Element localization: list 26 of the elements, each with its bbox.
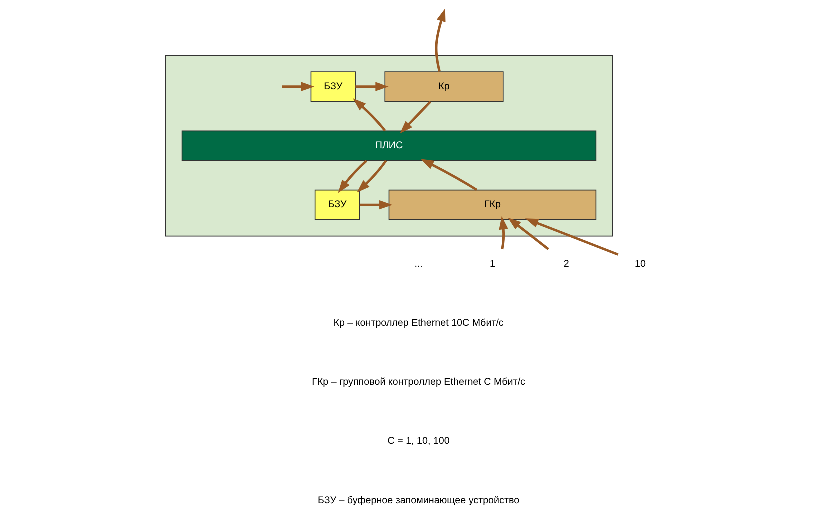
arrow: [508, 218, 550, 250]
arrow: [420, 159, 478, 192]
node-text: 2: [564, 258, 570, 270]
node-text: 1: [490, 258, 496, 270]
label: ГКр – групповой контроллер Ethernet C Мбит/с: [312, 377, 526, 388]
node-text: 10: [635, 258, 646, 270]
arrow: [357, 160, 388, 193]
arrow: [360, 200, 393, 210]
arrow: [338, 160, 368, 194]
arrow: [282, 82, 315, 92]
arrow: [435, 8, 446, 72]
arrow: [400, 101, 432, 134]
arrow: [525, 218, 619, 256]
node-box: БЗУ: [310, 72, 356, 102]
arrow: [499, 216, 508, 250]
node-box: ГКр: [388, 190, 597, 220]
label: БЗУ – буферное запоминающее устройство: [318, 495, 520, 506]
arrow: [353, 98, 386, 132]
label: C = 1, 10, 100: [388, 436, 450, 448]
label: ...: [414, 258, 423, 270]
node-box: Кр: [384, 72, 504, 102]
node-box: БЗУ: [314, 190, 360, 220]
cluster: [165, 55, 614, 237]
node-box: ПЛИС: [182, 130, 597, 162]
label: Кр – контроллер Ethernet 10C Мбит/с: [334, 318, 504, 329]
arrow: [356, 82, 389, 92]
